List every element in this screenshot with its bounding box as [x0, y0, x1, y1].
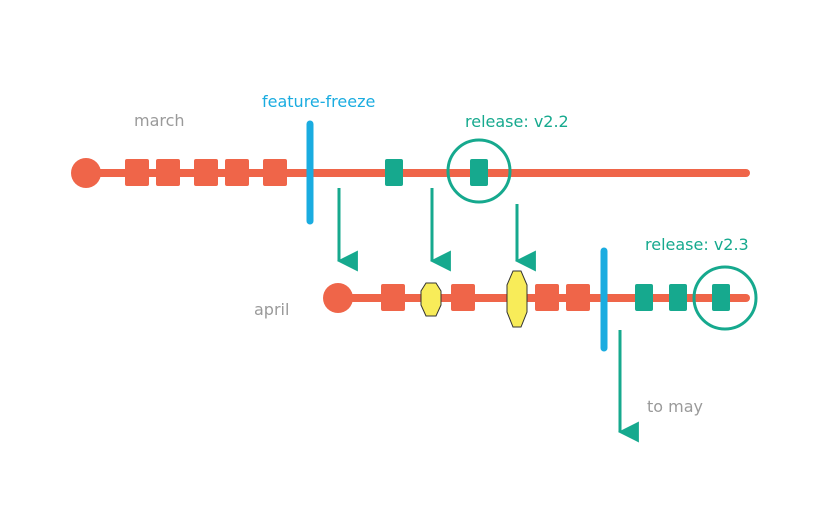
- march-release-commit-tagged: [470, 159, 488, 186]
- april-commit: [566, 284, 590, 311]
- march-branch-start: [71, 158, 101, 188]
- feature-freeze-label: feature-freeze: [262, 92, 376, 111]
- march-commit: [194, 159, 218, 186]
- april-commit: [535, 284, 559, 311]
- release-v23-label: release: v2.3: [645, 235, 749, 254]
- release-v22-label: release: v2.2: [465, 112, 569, 131]
- to-may-label: to may: [647, 397, 704, 416]
- april-label: april: [254, 300, 290, 319]
- march-release-commit: [385, 159, 403, 186]
- march-commit: [156, 159, 180, 186]
- april-fix-commit: [420, 282, 442, 317]
- release-v22-highlight: [446, 138, 512, 204]
- april-release-commit-tagged: [712, 284, 730, 311]
- april-commit: [451, 284, 475, 311]
- march-commit: [125, 159, 149, 186]
- march-commit: [263, 159, 287, 186]
- release-v23-highlight: [692, 265, 758, 331]
- april-release-commit: [669, 284, 687, 311]
- april-release-commit: [635, 284, 653, 311]
- april-commit: [381, 284, 405, 311]
- march-label: march: [134, 111, 185, 130]
- march-commit: [225, 159, 249, 186]
- april-branch-start: [323, 283, 353, 313]
- april-fix-commit: [506, 270, 528, 328]
